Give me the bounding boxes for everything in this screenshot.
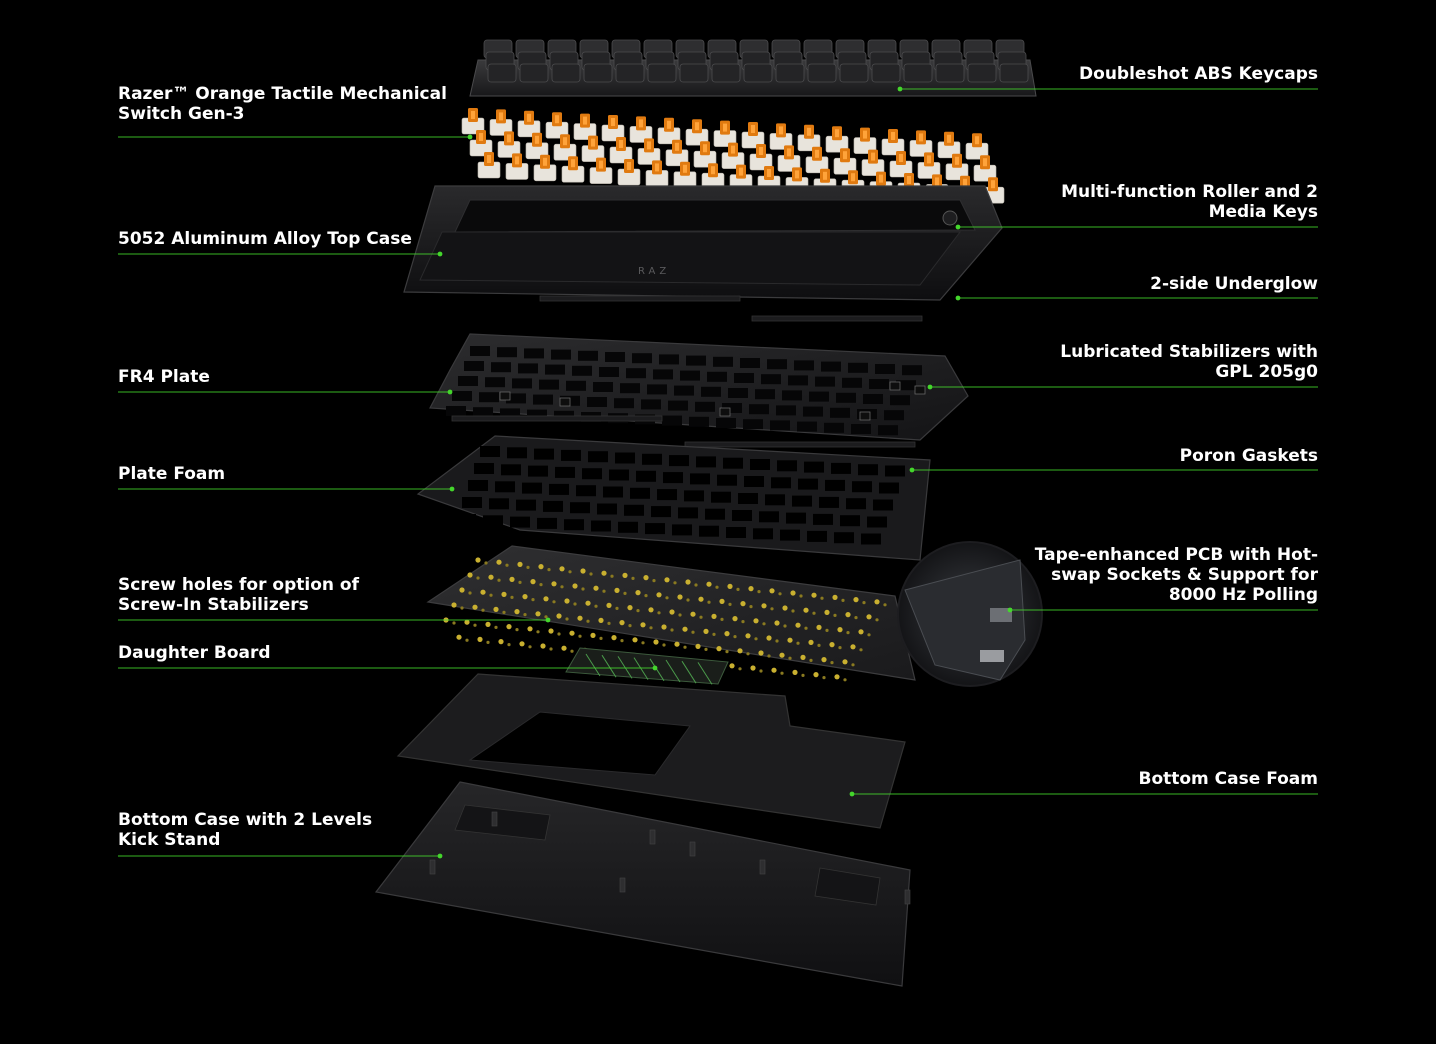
callout-daughter-board-line-1: Daughter Board [118, 643, 271, 663]
bottom-foam-layer [396, 673, 906, 829]
callout-top-case: 5052 Aluminum Alloy Top Case [118, 229, 412, 249]
plate-foam-layer [416, 435, 931, 561]
callout-stabilizers: Lubricated Stabilizers with GPL 205g0 [1060, 342, 1318, 382]
callout-switch-line-1: Razer™ Orange Tactile Mechanical [118, 84, 447, 104]
callout-stabilizers-line-1: Lubricated Stabilizers with [1060, 342, 1318, 362]
pcb-detail-inset [897, 541, 1043, 687]
callout-switch: Razer™ Orange Tactile Mechanical Switch … [118, 84, 447, 124]
callout-plate-foam: Plate Foam [118, 464, 225, 484]
callout-underglow-line-1: 2-side Underglow [1150, 274, 1318, 294]
callout-bottom-case: Bottom Case with 2 Levels Kick Stand [118, 810, 372, 850]
callout-underglow: 2-side Underglow [1150, 274, 1318, 294]
callout-leader-lines [118, 86, 1318, 859]
callout-keycaps-line-1: Doubleshot ABS Keycaps [1079, 64, 1318, 84]
upper-gasket-strips [539, 295, 923, 322]
callout-bottom-case-line-1: Bottom Case with 2 Levels [118, 810, 373, 830]
callout-screw-holes: Screw holes for option of Screw-In Stabi… [118, 575, 359, 615]
callout-roller-line-1: Multi-function Roller and 2 [1061, 182, 1318, 202]
bottom-case-layer [374, 781, 911, 987]
callout-bottom-case-line-2: Kick Stand [118, 830, 221, 850]
top-case-logo: RAZ [638, 266, 670, 277]
callout-stabilizers-line-2: GPL 205g0 [1215, 362, 1318, 382]
callout-gaskets-line-1: Poron Gaskets [1179, 446, 1318, 466]
pcb-layer [426, 545, 916, 682]
callout-screw-holes-line-2: Screw-In Stabilizers [118, 595, 309, 615]
roller-icon [942, 210, 958, 226]
callout-pcb-line-2: swap Sockets & Support for [1051, 565, 1318, 585]
callout-pcb-line-1: Tape-enhanced PCB with Hot- [1034, 545, 1318, 565]
callout-roller: Multi-function Roller and 2 Media Keys [1061, 182, 1318, 222]
callout-screw-holes-line-1: Screw holes for option of [118, 575, 359, 595]
callout-bottom-foam: Bottom Case Foam [1138, 769, 1318, 789]
callout-pcb-line-3: 8000 Hz Polling [1168, 585, 1318, 605]
callout-fr4-plate: FR4 Plate [118, 367, 210, 387]
callout-roller-line-2: Media Keys [1208, 202, 1318, 222]
callout-fr4-plate-line-1: FR4 Plate [118, 367, 210, 387]
callout-pcb: Tape-enhanced PCB with Hot- swap Sockets… [1035, 545, 1318, 605]
callout-top-case-line-1: 5052 Aluminum Alloy Top Case [118, 229, 412, 249]
top-case-layer: RAZ [403, 185, 1003, 301]
keycaps-layer [469, 39, 1037, 97]
callout-plate-foam-line-1: Plate Foam [118, 464, 226, 484]
callout-daughter-board: Daughter Board [118, 643, 271, 663]
fr4-plate-layer [429, 333, 969, 441]
daughter-board-layer [565, 647, 729, 685]
callout-keycaps: Doubleshot ABS Keycaps [1079, 64, 1318, 84]
callout-bottom-foam-line-1: Bottom Case Foam [1138, 769, 1318, 789]
callout-gaskets: Poron Gaskets [1180, 446, 1318, 466]
switches-layer [461, 108, 1005, 204]
poron-gasket-strips [451, 415, 916, 448]
callout-switch-line-2: Switch Gen-3 [118, 104, 245, 124]
